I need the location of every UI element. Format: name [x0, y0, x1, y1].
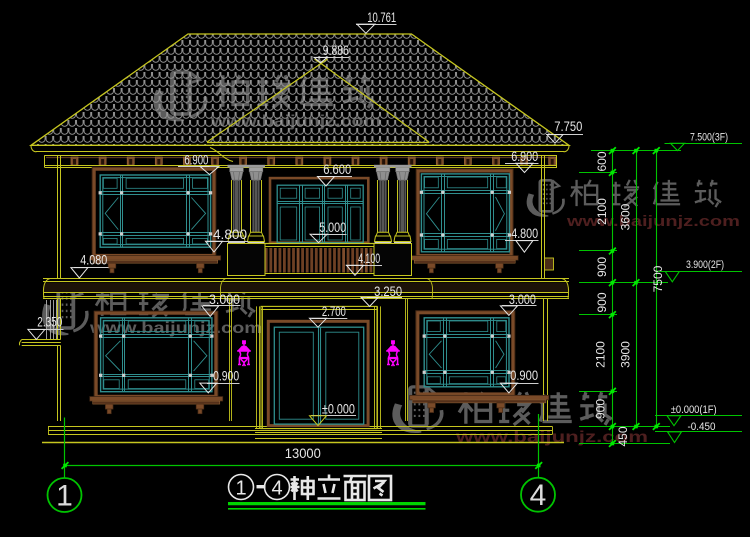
- svg-text:3.900(2F): 3.900(2F): [686, 259, 724, 271]
- svg-text:6.900: 6.900: [511, 149, 538, 164]
- svg-text:3.000: 3.000: [209, 292, 240, 307]
- svg-text:1: 1: [235, 478, 246, 500]
- svg-text:7.750: 7.750: [554, 119, 582, 134]
- svg-text:www.baijunjz.com: www.baijunjz.com: [89, 320, 262, 337]
- svg-text:600: 600: [595, 151, 609, 171]
- svg-text:1: 1: [56, 480, 73, 513]
- svg-text:7.500(3F): 7.500(3F): [690, 131, 728, 143]
- svg-text:4.800: 4.800: [213, 227, 247, 242]
- svg-text:2100: 2100: [594, 341, 608, 368]
- svg-text:3.000: 3.000: [509, 292, 536, 307]
- svg-text:±0.000(1F): ±0.000(1F): [671, 404, 717, 416]
- svg-text:13000: 13000: [285, 446, 321, 461]
- svg-text:900: 900: [594, 399, 608, 419]
- svg-text:900: 900: [595, 292, 609, 312]
- svg-text:3600: 3600: [619, 203, 633, 230]
- svg-text:5.000: 5.000: [319, 220, 346, 235]
- svg-text:0.900: 0.900: [213, 369, 239, 384]
- svg-text:www.baijunjz.com: www.baijunjz.com: [566, 213, 740, 230]
- svg-text:4.100: 4.100: [358, 251, 380, 266]
- svg-text:3.250: 3.250: [374, 284, 402, 299]
- svg-text:9.886: 9.886: [323, 43, 349, 58]
- svg-text:2.350: 2.350: [37, 314, 62, 329]
- svg-text:3900: 3900: [619, 341, 633, 368]
- svg-text:4.080: 4.080: [80, 252, 107, 267]
- svg-text:4: 4: [271, 478, 282, 500]
- svg-text:2.700: 2.700: [322, 304, 346, 319]
- svg-text:6.600: 6.600: [323, 162, 351, 177]
- svg-text:2100: 2100: [595, 198, 609, 225]
- svg-text:10.761: 10.761: [367, 10, 396, 25]
- svg-text:450: 450: [616, 426, 630, 446]
- svg-text:6.900: 6.900: [184, 153, 208, 168]
- svg-text:4.800: 4.800: [511, 226, 538, 241]
- svg-text:-0.450: -0.450: [688, 421, 716, 433]
- svg-text:0.900: 0.900: [510, 368, 538, 383]
- svg-text:900: 900: [595, 257, 609, 277]
- svg-text:7500: 7500: [651, 265, 665, 292]
- svg-text:±0.000: ±0.000: [322, 401, 355, 416]
- svg-text:4: 4: [530, 479, 547, 512]
